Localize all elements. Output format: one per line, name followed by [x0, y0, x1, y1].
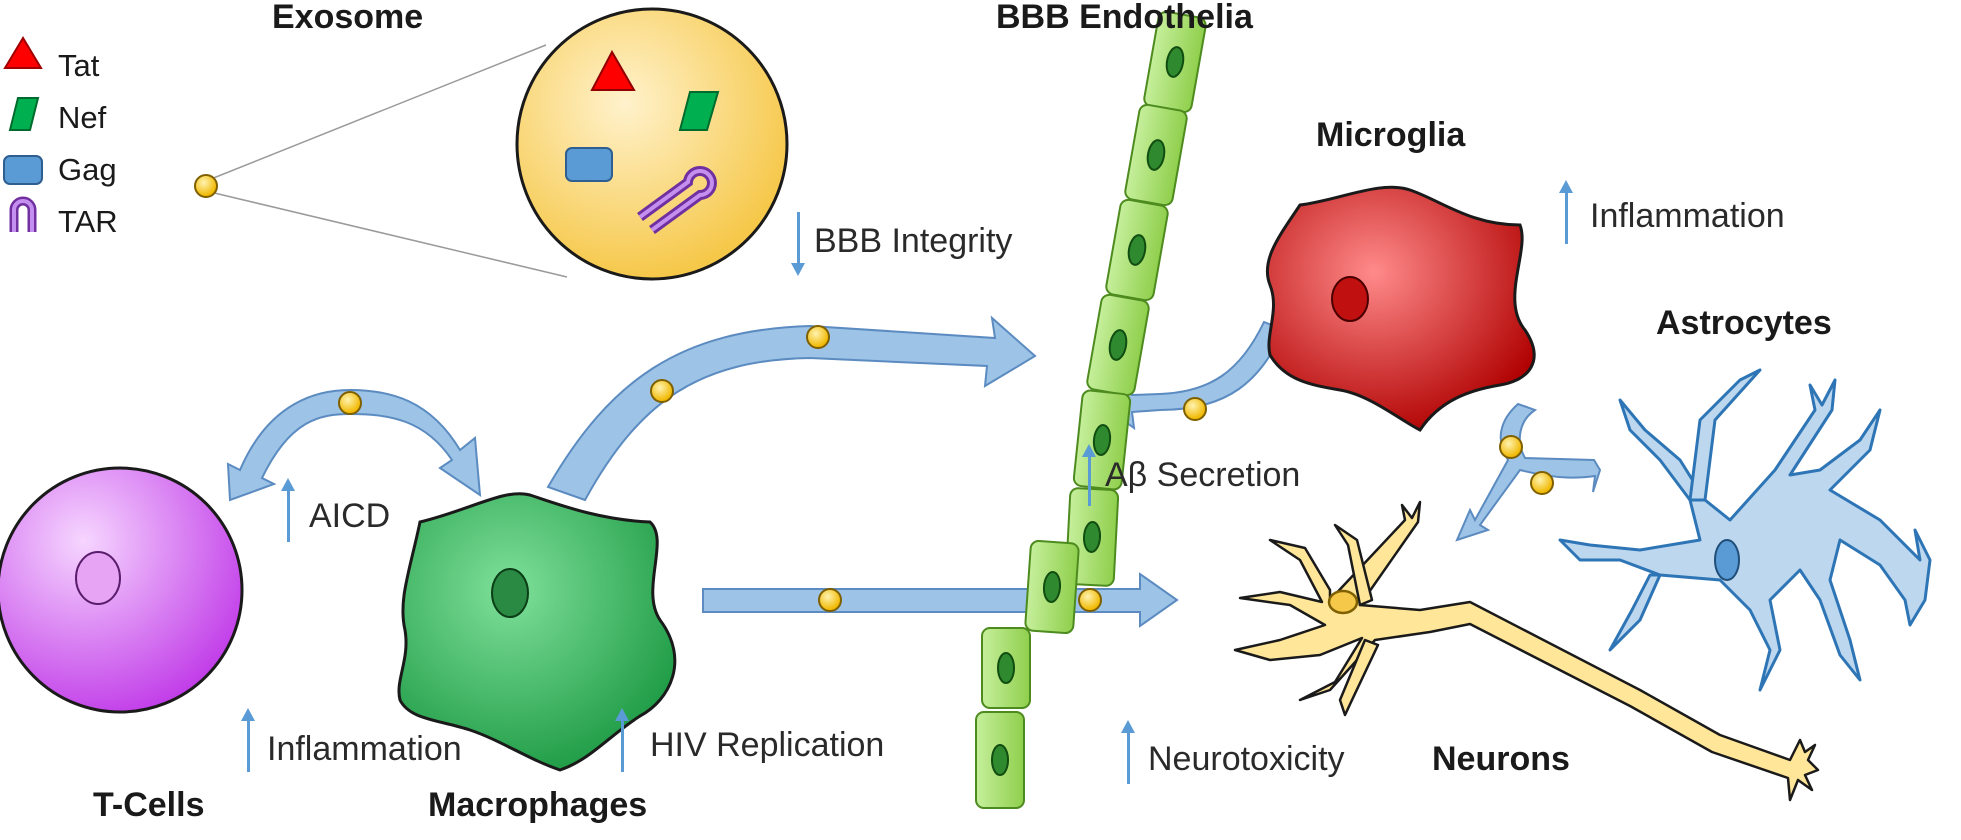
- legend-label-tat: Tat: [58, 48, 100, 83]
- note-inflammation-tcells: Inflammation: [267, 730, 462, 768]
- legend-label-tar: TAR: [58, 204, 118, 239]
- exosome-small-dot: [194, 174, 218, 198]
- title-neurons: Neurons: [1432, 740, 1570, 778]
- arrow-macrophage-to-neurons: [702, 572, 1179, 628]
- note-ab-secretion: Aβ Secretion: [1105, 456, 1301, 494]
- macrophage: [397, 492, 677, 772]
- microglia: [1265, 185, 1536, 432]
- title-t-cells: T-Cells: [93, 786, 205, 824]
- triangle-icon: [3, 36, 43, 69]
- arrow-macrophage-to-bbb: [546, 315, 1037, 502]
- title-macrophages: Macrophages: [428, 786, 648, 824]
- exosome-dots: [338, 325, 1554, 612]
- arrow-tcell-macrophage-bidirectional: [226, 388, 482, 502]
- bbb-endothelial-chain: [975, 10, 1207, 809]
- neuron: [1233, 500, 1820, 802]
- note-bbb-integrity: BBB Integrity: [814, 222, 1013, 260]
- exosome-enlarged: [515, 7, 789, 281]
- note-neurotoxicity: Neurotoxicity: [1148, 740, 1345, 778]
- up-arrow-icon: [241, 708, 255, 772]
- bbb-endothelial-chain-lower: [1024, 539, 1080, 635]
- up-arrow-icon: [281, 478, 295, 542]
- astrocyte: [1558, 368, 1932, 692]
- note-hiv-replication: HIV Replication: [650, 726, 885, 764]
- hairpin-icon: [9, 196, 37, 232]
- title-bbb-endothelia: BBB Endothelia: [996, 0, 1253, 36]
- t-cell: [0, 466, 244, 714]
- legend-label-nef: Nef: [58, 100, 107, 135]
- parallelogram-icon: [8, 97, 40, 131]
- up-arrow-icon: [615, 708, 629, 772]
- note-aicd: AICD: [309, 497, 391, 535]
- note-inflammation-microglia: Inflammation: [1590, 197, 1785, 235]
- title-microglia: Microglia: [1316, 116, 1466, 154]
- up-arrow-icon: [1121, 720, 1135, 784]
- arrow-microglia-astrocyte-to-neuron: [1455, 402, 1602, 542]
- title-exosome: Exosome: [272, 0, 424, 36]
- rounded-rect-icon: [3, 155, 43, 185]
- legend-label-gag: Gag: [58, 152, 117, 187]
- title-astrocytes: Astrocytes: [1656, 304, 1832, 342]
- up-arrow-icon: [1559, 180, 1573, 244]
- down-arrow-icon: [791, 212, 805, 276]
- exosome-zoom-lines: [205, 44, 568, 278]
- up-arrow-icon: [1082, 444, 1096, 506]
